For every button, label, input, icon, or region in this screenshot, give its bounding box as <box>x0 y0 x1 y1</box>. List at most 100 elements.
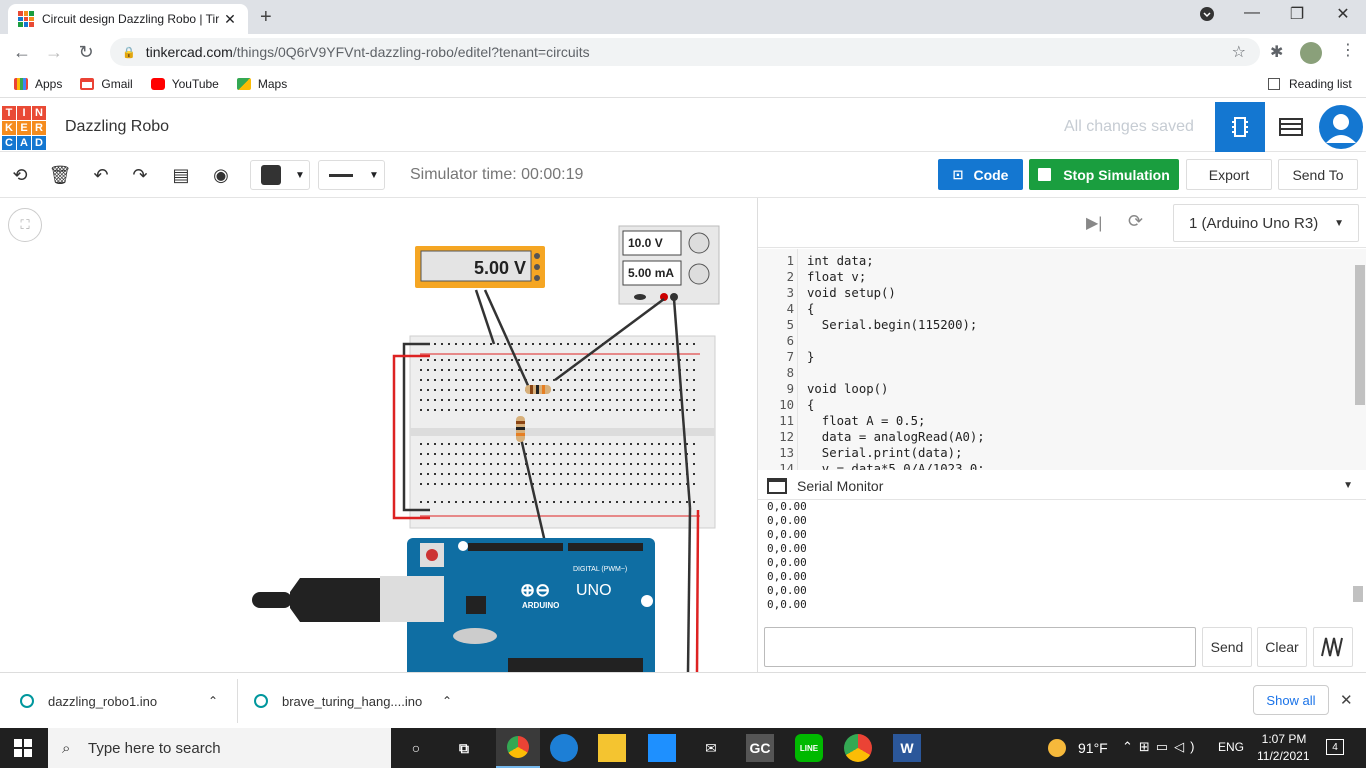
undo-icon[interactable]: ↶ <box>93 164 109 185</box>
windows-start-icon[interactable] <box>14 739 32 760</box>
download-item[interactable]: dazzling_robo1.ino ⌃ <box>20 673 236 729</box>
serial-scrollbar[interactable] <box>1353 586 1363 602</box>
reload-icon[interactable]: ↻ <box>78 41 94 62</box>
project-name[interactable]: Dazzling Robo <box>65 118 170 135</box>
gc-app-icon[interactable]: GC <box>746 734 774 762</box>
chevron-down-icon[interactable]: ▼ <box>1343 480 1353 491</box>
word-icon[interactable]: W <box>893 734 921 762</box>
download-item[interactable]: brave_turing_hang....ino ⌃ <box>254 673 468 729</box>
clear-button[interactable]: Clear <box>1257 627 1307 667</box>
bookmark-star-icon[interactable]: ☆ <box>1231 44 1246 61</box>
code-line[interactable]: void loop() <box>807 382 889 396</box>
zoom-fit-icon[interactable]: ⛶ <box>8 208 42 242</box>
window-close-icon[interactable]: ✕ <box>1336 6 1350 23</box>
multimeter[interactable] <box>415 246 545 288</box>
tray-icons[interactable]: ⌃⊞▭◁) <box>1122 739 1201 754</box>
chevron-up-icon[interactable]: ⌃ <box>207 694 218 708</box>
forward-icon[interactable]: → <box>45 41 63 62</box>
browser-tab[interactable]: Circuit design Dazzling Robo | Tir ✕ <box>8 4 248 34</box>
line-number: 1 <box>786 254 794 268</box>
edge-icon[interactable] <box>550 734 578 762</box>
code-line[interactable]: float v; <box>807 270 867 284</box>
circuit-canvas[interactable]: ⛶ <box>0 198 757 672</box>
circuit-view-button[interactable] <box>1215 102 1265 152</box>
code-line[interactable]: Serial.print(data); <box>807 446 963 460</box>
send-button[interactable]: Send <box>1202 627 1252 667</box>
tab-close-icon[interactable]: ✕ <box>224 10 236 27</box>
graph-toggle-button[interactable] <box>1313 627 1353 667</box>
power-supply[interactable] <box>618 225 720 305</box>
code-line[interactable]: data = analogRead(A0); <box>807 430 985 444</box>
close-downloads-icon[interactable]: ✕ <box>1340 692 1353 709</box>
debug-icon[interactable]: ⟳ <box>1128 211 1144 231</box>
chrome-profile-icon[interactable] <box>844 734 872 762</box>
windows-taskbar: ⌕ Type here to search ○ ⧉ ✉ GC LINE W 91… <box>0 728 1366 768</box>
code-button[interactable]: ⊡ Code <box>938 159 1023 190</box>
line-number: 3 <box>786 286 794 300</box>
serial-output-line: 0,0.00 <box>767 570 807 583</box>
clock-time[interactable]: 1:07 PM <box>1261 732 1307 746</box>
export-button[interactable]: Export <box>1186 159 1272 190</box>
tinkercad-logo[interactable]: T I N K E R C A D <box>2 106 46 150</box>
code-line[interactable]: int data; <box>807 254 874 268</box>
mail-icon[interactable]: ✉ <box>705 739 717 756</box>
bookmark-apps[interactable]: Apps <box>14 77 62 91</box>
profile-avatar[interactable] <box>1300 42 1322 64</box>
chrome-taskbar-icon[interactable] <box>496 728 540 768</box>
user-avatar[interactable] <box>1319 105 1363 149</box>
step-icon[interactable]: ▶| <box>1086 215 1103 232</box>
resistor[interactable] <box>516 416 525 442</box>
editor-scrollbar[interactable] <box>1355 265 1365 405</box>
rotate-icon[interactable]: ⟲ <box>12 164 28 185</box>
weather-temp[interactable]: 91°F <box>1078 740 1108 756</box>
url-bar[interactable]: 🔒 tinkercad.com/things/0Q6rV9YFVnt-dazzl… <box>110 38 1260 66</box>
bookmark-maps[interactable]: Maps <box>236 77 287 91</box>
arduino-uno[interactable]: ⊕⊖ <box>407 538 655 672</box>
stop-simulation-button[interactable]: Stop Simulation <box>1029 159 1179 190</box>
bookmark-gmail[interactable]: Gmail <box>80 77 133 91</box>
code-line[interactable]: void setup() <box>807 286 896 300</box>
serial-monitor-header[interactable]: Serial Monitor ▼ <box>758 472 1366 500</box>
show-all-button[interactable]: Show all <box>1253 685 1329 715</box>
language-indicator[interactable]: ENG <box>1218 740 1245 754</box>
delete-icon[interactable]: 🗑 <box>48 164 72 185</box>
code-line[interactable]: float A = 0.5; <box>807 414 926 428</box>
code-line[interactable]: { <box>807 302 815 316</box>
new-tab-icon[interactable]: + <box>260 6 272 28</box>
code-line[interactable]: { <box>807 398 815 412</box>
chevron-up-icon[interactable]: ⌃ <box>441 694 452 708</box>
store-icon[interactable] <box>648 734 676 762</box>
notes-icon[interactable]: ▤ <box>172 164 190 185</box>
notification-icon[interactable]: 4 <box>1326 739 1344 755</box>
device-select[interactable]: 1 (Arduino Uno R3) ▼ <box>1173 204 1359 242</box>
send-to-button[interactable]: Send To <box>1278 159 1358 190</box>
reading-list[interactable]: Reading list <box>1268 77 1352 91</box>
minimize-icon[interactable]: — <box>1244 4 1260 21</box>
task-view-icon[interactable]: ⧉ <box>459 739 469 756</box>
chevron-down-icon: ▼ <box>295 169 305 181</box>
component-list-button[interactable] <box>1266 102 1316 152</box>
code-line[interactable]: } <box>807 350 815 364</box>
serial-monitor-title: Serial Monitor <box>797 477 884 494</box>
back-icon[interactable]: ← <box>13 41 31 62</box>
redo-icon[interactable]: ↷ <box>132 164 148 185</box>
resistor[interactable] <box>525 385 551 394</box>
chrome-menu-icon[interactable]: ⋮ <box>1340 42 1356 59</box>
cortana-icon[interactable]: ○ <box>411 740 421 756</box>
file-explorer-icon[interactable] <box>598 734 626 762</box>
maximize-icon[interactable]: ❐ <box>1289 6 1305 23</box>
profile-menu-icon[interactable] <box>1192 7 1222 26</box>
wire-type-dropdown[interactable]: ▼ <box>318 160 385 190</box>
view-eye-icon[interactable]: ◉ <box>213 164 229 185</box>
taskbar-search[interactable]: ⌕ Type here to search <box>48 728 391 768</box>
clock-date[interactable]: 11/2/2021 <box>1257 749 1310 763</box>
code-line[interactable]: v = data*5.0/A/1023.0; <box>807 462 985 470</box>
color-dropdown[interactable]: ▼ <box>250 160 310 190</box>
line-app-icon[interactable]: LINE <box>795 734 823 762</box>
bookmark-youtube[interactable]: YouTube <box>150 77 219 91</box>
extensions-icon[interactable]: ✱ <box>1270 44 1284 61</box>
youtube-icon <box>150 77 165 90</box>
code-line[interactable]: Serial.begin(115200); <box>807 318 978 332</box>
serial-input[interactable] <box>764 627 1196 667</box>
